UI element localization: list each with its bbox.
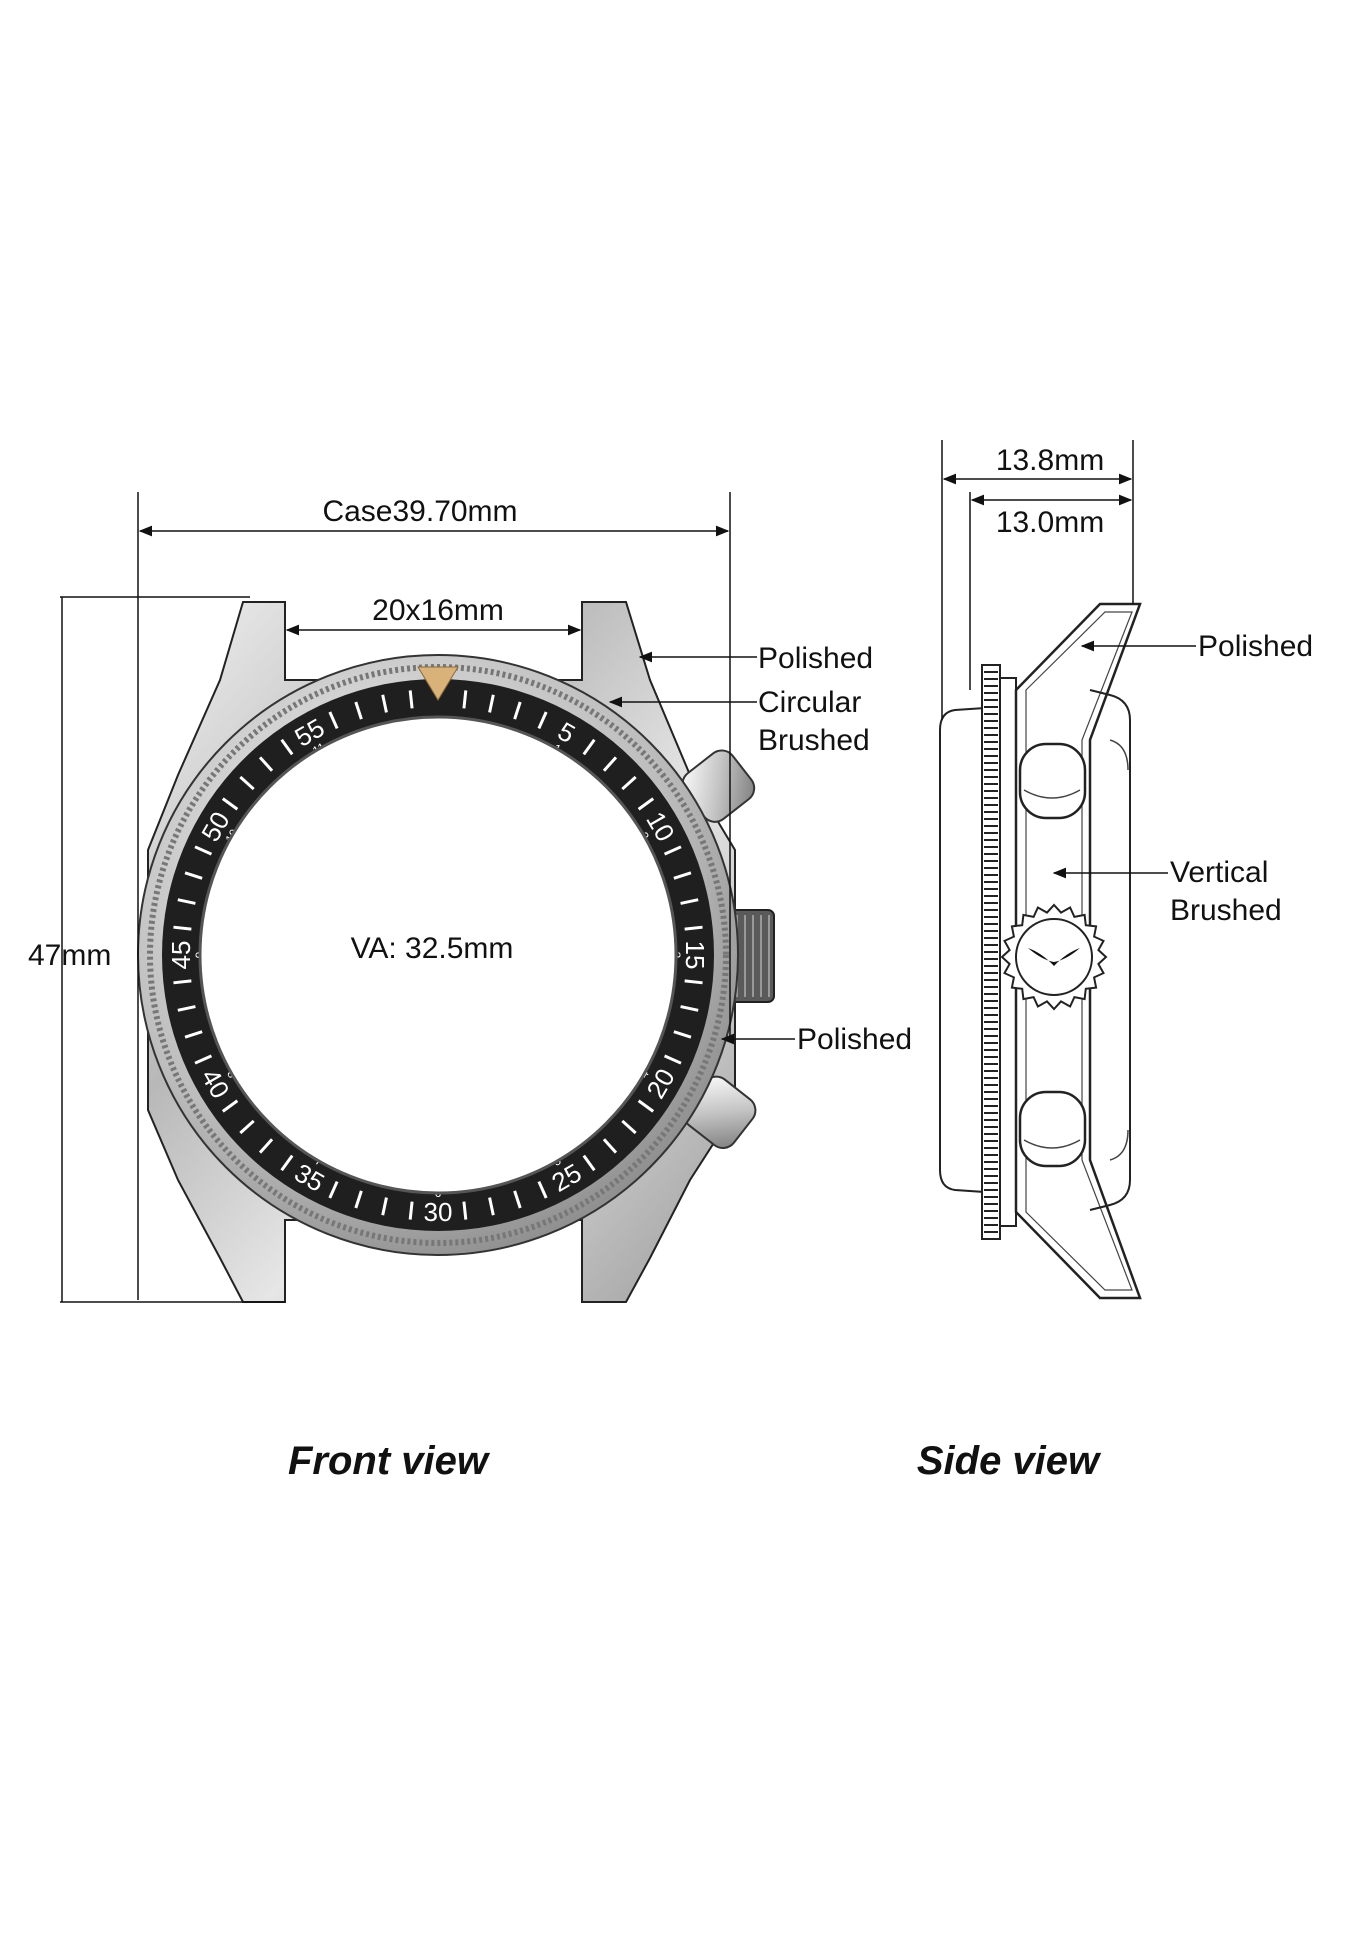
bezel-tick (258, 1138, 274, 1154)
bezel-tick (537, 1180, 548, 1199)
bezel-tick (184, 871, 203, 880)
bezel-tick (680, 898, 699, 905)
bezel-tick (684, 925, 703, 931)
bezel-numeral: 30 (424, 1197, 453, 1227)
bezel-tick (184, 1030, 203, 1039)
bezel-tick (328, 1180, 339, 1199)
bezel-tick (637, 797, 655, 811)
bezel-tick (680, 1005, 699, 1012)
bezel-tick (582, 738, 596, 756)
bezel-tick (381, 694, 388, 713)
bezel-tick (673, 871, 692, 880)
pusher-bottom-side (1018, 1090, 1087, 1168)
brand-logo (1028, 948, 1080, 966)
bezel-tick (488, 694, 495, 713)
bezel-numeral: 15 (680, 941, 710, 970)
bezel-tick (177, 1005, 196, 1012)
bezel-tick (221, 1099, 239, 1113)
bezel-tick (537, 711, 548, 730)
bezel-tick (663, 1054, 682, 1065)
bezel-tick (221, 797, 239, 811)
bezel-tick (239, 775, 255, 791)
bezel-tick (354, 701, 363, 720)
side-view: 13.8mm 13.0mm Polished Vertical Brushed … (917, 440, 1313, 1483)
bezel-tick (513, 701, 522, 720)
lug-width-label: 20x16mm (372, 594, 504, 627)
callout-polished-side: Polished (1198, 630, 1313, 663)
front-view-title: Front view (288, 1439, 491, 1483)
total-thickness-label: 13.8mm (996, 444, 1104, 477)
bezel-tick (462, 1201, 468, 1220)
bezel-tick (173, 925, 192, 931)
bezel-tick (684, 979, 703, 985)
view-area (198, 715, 678, 1195)
bezel-tick (258, 756, 274, 772)
front-view: 5110215320425530635740845950105511 Case3… (28, 492, 912, 1483)
bezel-tick (177, 898, 196, 905)
crystal-profile (939, 706, 986, 1194)
bezel-tick (381, 1197, 388, 1216)
crown-side (1000, 903, 1108, 1011)
bezel-tick (280, 738, 294, 756)
callout-circular: Circular (758, 686, 861, 719)
bezel-tick (280, 1154, 294, 1172)
pusher-top-side (1018, 742, 1087, 820)
bezel-tick (173, 979, 192, 985)
height-label: 47mm (28, 939, 111, 972)
bezel-tick (673, 1030, 692, 1039)
callout-vertical: Vertical (1170, 856, 1268, 889)
bezel-tick (637, 1099, 655, 1113)
bezel-tick (582, 1154, 596, 1172)
bezel-marker (417, 666, 459, 701)
bezel-tick (488, 1197, 495, 1216)
callout-vertical-brushed: Brushed (1170, 894, 1282, 927)
bezel-tick (194, 845, 213, 856)
view-area-label: VA: 32.5mm (351, 932, 514, 965)
case-width-label: Case39.70mm (322, 495, 517, 528)
bezel-knurling-side (984, 671, 998, 1233)
bezel-tick (354, 1190, 363, 1209)
bezel-tick (239, 1119, 255, 1135)
bezel-tick (621, 775, 637, 791)
side-view-title: Side view (917, 1439, 1102, 1483)
bezel-tick (194, 1054, 213, 1065)
bezel-tick (462, 690, 468, 709)
bezel-tick (513, 1190, 522, 1209)
bezel-tick (602, 756, 618, 772)
bezel-tick (408, 690, 414, 709)
callout-brushed: Brushed (758, 724, 870, 757)
bezel-numeral: 45 (166, 941, 196, 970)
callout-polished-lug: Polished (758, 642, 873, 675)
bezel-tick (408, 1201, 414, 1220)
bezel-tick (602, 1138, 618, 1154)
caseback-profile (1089, 689, 1131, 1211)
bezel-ticks (173, 690, 703, 1220)
callout-polished-pusher: Polished (797, 1023, 912, 1056)
bezel-tick (621, 1119, 637, 1135)
bezel-tick (663, 845, 682, 856)
case-thickness-label: 13.0mm (996, 506, 1104, 539)
bezel-tick (328, 711, 339, 730)
